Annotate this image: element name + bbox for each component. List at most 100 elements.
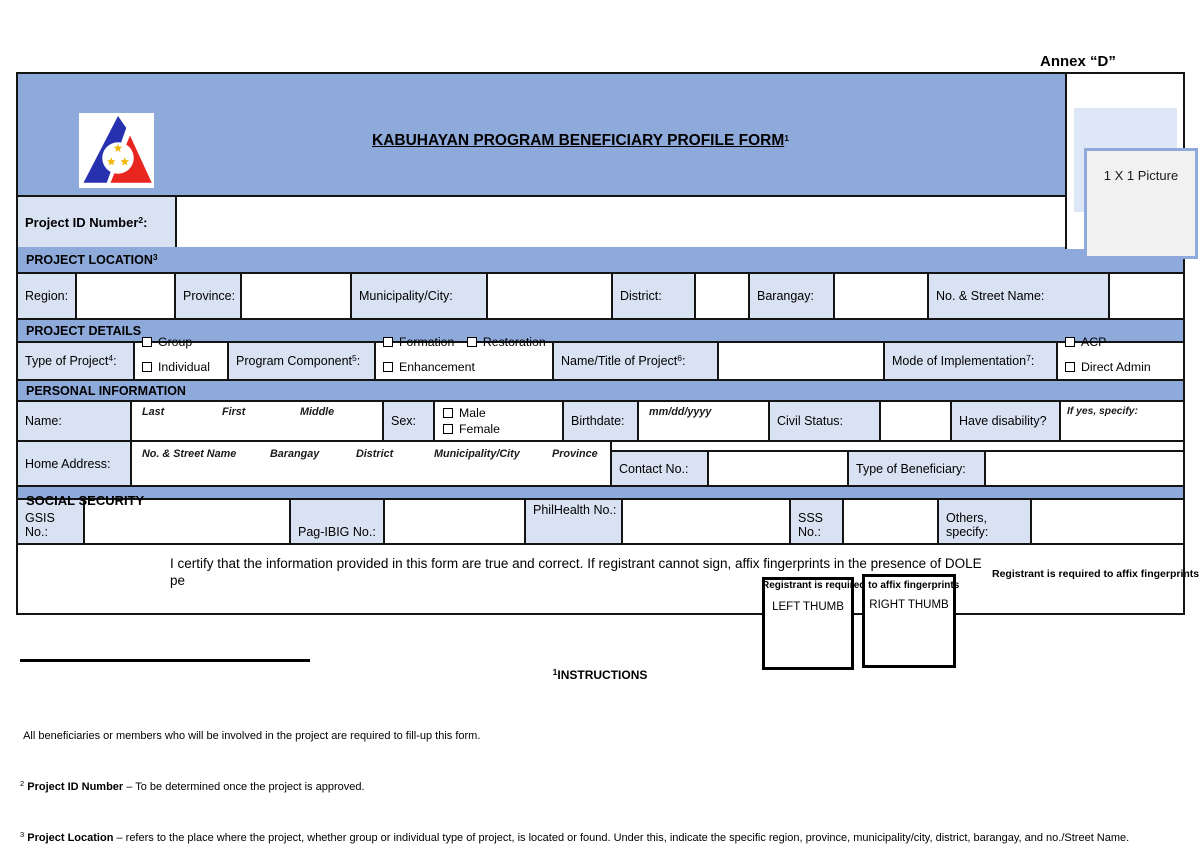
sss-label: SSS No.: <box>789 500 842 543</box>
barangay-input[interactable] <box>833 274 927 318</box>
home-address-input[interactable]: No. & Street Name Barangay District Muni… <box>130 442 610 485</box>
one-by-one-picture-box: 1 X 1 Picture <box>1084 148 1198 259</box>
checkbox-acp[interactable]: ACP <box>1065 335 1106 349</box>
municipality-input[interactable] <box>486 274 611 318</box>
mode-of-implementation-label: Mode of Implementation7: <box>883 343 1056 379</box>
fingerprint-side-note: Registrant is required to affix fingerpr… <box>992 568 1200 580</box>
hint-province: Province <box>552 448 598 460</box>
checkbox-icon <box>443 424 453 434</box>
dole-logo-icon <box>79 113 154 188</box>
checkbox-enhancement[interactable]: Enhancement <box>383 360 475 374</box>
project-id-label: Project ID Number2: <box>18 197 175 247</box>
section-project-details: PROJECT DETAILS <box>18 318 1183 341</box>
right-thumb-box <box>862 574 956 668</box>
others-label: Others, specify: <box>937 500 1030 543</box>
section-social-security: SOCIAL SECURITY <box>18 485 1183 508</box>
others-input[interactable] <box>1030 500 1183 543</box>
hint-district: District <box>356 448 394 460</box>
contact-no-input[interactable] <box>707 452 847 485</box>
checkbox-restoration[interactable]: Restoration <box>466 335 546 349</box>
certification-text: I certify that the information provided … <box>170 556 982 588</box>
checkbox-icon <box>443 408 453 418</box>
civil-status-label: Civil Status: <box>768 402 879 440</box>
gsis-input[interactable] <box>83 500 289 543</box>
sex-label: Sex: <box>382 402 433 440</box>
disability-label: Have disability? <box>950 402 1059 440</box>
pagibig-input[interactable] <box>383 500 524 543</box>
birthdate-label: Birthdate: <box>562 402 637 440</box>
sex-options: Male Female <box>433 402 562 440</box>
hint-last: Last <box>142 406 165 418</box>
gsis-label: GSIS No.: <box>18 500 83 543</box>
hint-first: First <box>222 406 246 418</box>
certification-row: I certify that the information provided … <box>18 543 1199 588</box>
left-thumb-label: LEFT THUMB <box>772 601 844 613</box>
form-table: KABUHAYAN PROGRAM BENEFICIARY PROFILE FO… <box>16 72 1199 615</box>
form-title: KABUHAYAN PROGRAM BENEFICIARY PROFILE FO… <box>372 132 789 149</box>
social-security-row: GSIS No.: Pag-IBIG No.: PhilHealth No.: … <box>18 498 1183 543</box>
personal-row-1: Name: Last First Middle Sex: Male Female… <box>18 400 1183 440</box>
footnote-line: 3 Project Location – refers to the place… <box>20 830 1130 844</box>
sss-input[interactable] <box>842 500 937 543</box>
checkbox-individual[interactable]: Individual <box>142 360 210 374</box>
type-of-project-options: Group Individual <box>133 335 227 379</box>
project-id-input[interactable] <box>175 197 1183 247</box>
checkbox-icon <box>142 362 152 372</box>
hint-barangay: Barangay <box>270 448 320 460</box>
footnote-line: All beneficiaries or members who will be… <box>20 730 481 742</box>
section-personal-information: PERSONAL INFORMATION <box>18 379 1183 400</box>
hint-street: No. & Street Name <box>142 448 237 460</box>
footnote-line: 2 Project ID Number – To be determined o… <box>20 779 365 793</box>
checkbox-icon <box>142 337 152 347</box>
footnote-separator <box>20 659 310 662</box>
right-thumb-box-fill <box>862 574 956 668</box>
hint-municipality: Municipality/City <box>434 448 520 460</box>
checkbox-icon <box>383 362 393 372</box>
philhealth-input[interactable] <box>621 500 789 543</box>
project-id-row: Project ID Number2: <box>18 195 1183 247</box>
type-of-project-label: Type of Project4: <box>18 343 133 379</box>
birthdate-input[interactable]: mm/dd/yyyy <box>637 402 768 440</box>
mode-options: ACP Direct Admin <box>1056 335 1183 379</box>
disability-input[interactable]: If yes, specify: <box>1059 402 1183 440</box>
type-of-beneficiary-input[interactable] <box>984 452 1183 485</box>
program-component-options: Formation Restoration Enhancement <box>374 335 552 379</box>
province-input[interactable] <box>240 274 350 318</box>
checkbox-male[interactable]: Male <box>443 406 486 420</box>
name-input[interactable]: Last First Middle <box>130 402 382 440</box>
left-thumb-box <box>762 577 854 670</box>
municipality-label: Municipality/City: <box>350 274 486 318</box>
barangay-label: Barangay: <box>748 274 833 318</box>
checkbox-group[interactable]: Group <box>142 335 192 349</box>
section-project-location: PROJECT LOCATION3 <box>18 247 1183 272</box>
project-name-input[interactable] <box>717 343 883 379</box>
project-name-label: Name/Title of Project6: <box>552 343 717 379</box>
left-thumb-box-fill <box>762 577 854 670</box>
location-row: Region: Province: Municipality/City: Dis… <box>18 272 1183 318</box>
checkbox-icon <box>1065 362 1075 372</box>
province-label: Province: <box>174 274 240 318</box>
checkbox-female[interactable]: Female <box>443 422 500 436</box>
instructions-list: All beneficiaries or members who will be… <box>20 694 1190 849</box>
civil-status-input[interactable] <box>879 402 950 440</box>
checkbox-icon <box>383 337 393 347</box>
checkbox-icon <box>1065 337 1075 347</box>
street-name-input[interactable] <box>1108 274 1183 318</box>
pagibig-label: Pag-IBIG No.: <box>289 500 383 543</box>
hint-date-format: mm/dd/yyyy <box>649 406 712 418</box>
program-component-label: Program Component5: <box>227 343 374 379</box>
philhealth-label: PhilHealth No.: <box>524 500 621 543</box>
contact-no-label: Contact No.: <box>612 452 707 485</box>
region-label: Region: <box>18 274 75 318</box>
form-header-band: KABUHAYAN PROGRAM BENEFICIARY PROFILE FO… <box>18 74 1183 195</box>
district-label: District: <box>611 274 694 318</box>
checkbox-direct-admin[interactable]: Direct Admin <box>1065 360 1151 374</box>
contact-beneficiary-group: Contact No.: Type of Beneficiary: <box>610 442 1183 485</box>
checkbox-formation[interactable]: Formation <box>383 335 454 349</box>
district-input[interactable] <box>694 274 748 318</box>
checkbox-icon <box>466 337 477 347</box>
home-address-label: Home Address: <box>18 442 130 485</box>
thumb-boxes-note: Registrant is required to affix fingerpr… <box>762 580 960 591</box>
region-input[interactable] <box>75 274 174 318</box>
annex-label: Annex “D” <box>1040 53 1116 70</box>
